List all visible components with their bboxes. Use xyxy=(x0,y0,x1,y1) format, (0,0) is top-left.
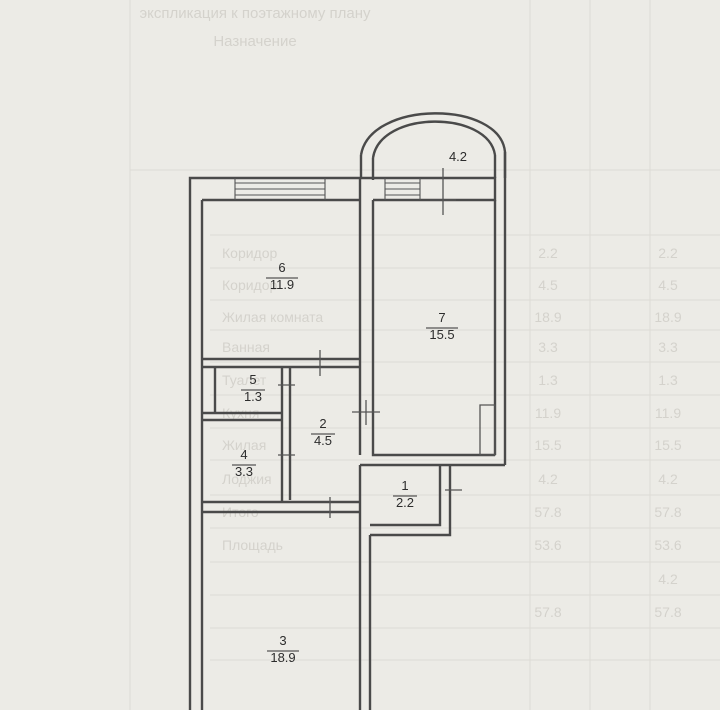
background-table: экспликация к поэтажному плану Назначени… xyxy=(129,0,720,710)
ghost-cell-area2: 18.9 xyxy=(654,309,681,325)
room-6-area: 11.9 xyxy=(270,277,294,292)
ghost-cell-area: 53.6 xyxy=(534,537,561,553)
room-3-number: 3 xyxy=(279,633,286,648)
ghost-cell-area2: 53.6 xyxy=(654,537,681,553)
room-6-number: 6 xyxy=(278,260,285,275)
room-4-area: 3.3 xyxy=(235,464,253,479)
ghost-cell-area: 57.8 xyxy=(534,604,561,620)
ghost-cell-area: 57.8 xyxy=(534,504,561,520)
ghost-cell-name: Ванная xyxy=(222,339,270,355)
windows xyxy=(234,168,456,215)
ghost-cell-area2: 11.9 xyxy=(655,405,681,421)
room-3-area: 18.9 xyxy=(270,650,295,665)
ghost-cell-name: Коридор xyxy=(222,277,278,293)
ghost-cell-area: 2.2 xyxy=(538,245,558,261)
walls xyxy=(188,112,507,710)
room-2-number: 2 xyxy=(319,416,326,431)
room-labels: 4.2 6 11.9 7 15.5 5 1.3 2 4.5 4 3.3 1 2.… xyxy=(232,149,467,665)
ghost-cell-area2: 1.3 xyxy=(658,372,678,388)
ghost-cell-name: Жилая xyxy=(222,437,266,453)
ghost-cell-name: Лоджия xyxy=(222,471,272,487)
room-5-number: 5 xyxy=(249,372,256,387)
room-4-number: 4 xyxy=(240,447,247,462)
room-7-area: 15.5 xyxy=(429,327,454,342)
ghost-header-2: Назначение xyxy=(213,33,296,50)
ghost-cell-area: 4.2 xyxy=(538,471,558,487)
room-2-area: 4.5 xyxy=(314,433,332,448)
room-7-number: 7 xyxy=(438,310,445,325)
ghost-cell-area: 3.3 xyxy=(538,339,558,355)
room-1-area: 2.2 xyxy=(396,495,414,510)
ghost-cell-area2: 3.3 xyxy=(658,339,678,355)
ghost-cell-area2: 4.5 xyxy=(658,277,678,293)
ghost-cell-name: Туалет xyxy=(222,372,267,388)
ghost-cell-area: 11.9 xyxy=(535,405,561,421)
ghost-cell-name: Жилая комната xyxy=(222,309,323,325)
ghost-cell-area: 18.9 xyxy=(534,309,561,325)
balcony-area: 4.2 xyxy=(449,149,467,164)
ghost-cell-area2: 57.8 xyxy=(654,504,681,520)
ghost-cell-area2: 4.2 xyxy=(658,571,678,587)
room-1-number: 1 xyxy=(401,478,408,493)
ghost-cell-area: 15.5 xyxy=(534,437,561,453)
ghost-cell-name: Площадь xyxy=(222,537,283,553)
ghost-cell-area2: 57.8 xyxy=(654,604,681,620)
ghost-cell-area2: 2.2 xyxy=(658,245,678,261)
ghost-cell-area: 4.5 xyxy=(538,277,558,293)
ghost-header-1: экспликация к поэтажному плану xyxy=(139,5,371,22)
ghost-cell-area2: 4.2 xyxy=(658,471,678,487)
ghost-cell-area: 1.3 xyxy=(538,372,558,388)
ghost-cell-name: Коридор xyxy=(222,245,278,261)
ghost-cell-area2: 15.5 xyxy=(654,437,681,453)
door-marks xyxy=(278,350,462,518)
room-5-area: 1.3 xyxy=(244,389,262,404)
